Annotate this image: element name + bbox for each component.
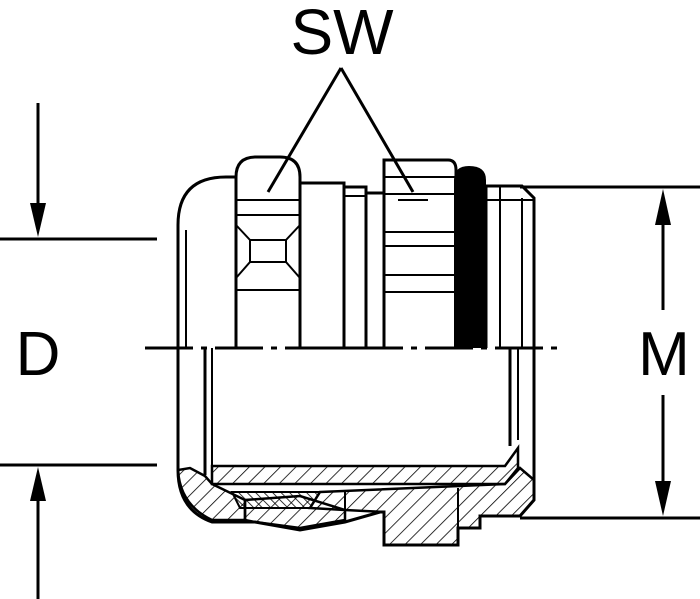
d-arrowhead-top: [30, 203, 46, 237]
wrench-size-label: SW: [290, 0, 394, 68]
d-arrowhead-bottom: [30, 467, 46, 501]
gland-upper-view: [176, 155, 536, 350]
diameter-dimension: [0, 103, 157, 599]
m-arrowhead-top: [655, 189, 671, 225]
dome-nut-hex: [234, 155, 302, 348]
sw-leader-lines: [266, 67, 415, 193]
body-hex: [382, 158, 458, 348]
o-ring-seal: [454, 166, 486, 348]
dome-wall-section: [176, 466, 247, 522]
body-section: [307, 466, 536, 547]
sealing-insert: [210, 444, 520, 486]
intermediate-ring: [298, 181, 346, 350]
thread-dimension: [520, 185, 700, 520]
dome-cap-outline: [176, 175, 236, 348]
diameter-label: D: [16, 320, 61, 389]
thread-section: [484, 184, 536, 348]
gland-section-view: [176, 348, 536, 547]
thread-label: M: [638, 320, 690, 389]
m-arrowhead-bottom: [655, 481, 671, 516]
